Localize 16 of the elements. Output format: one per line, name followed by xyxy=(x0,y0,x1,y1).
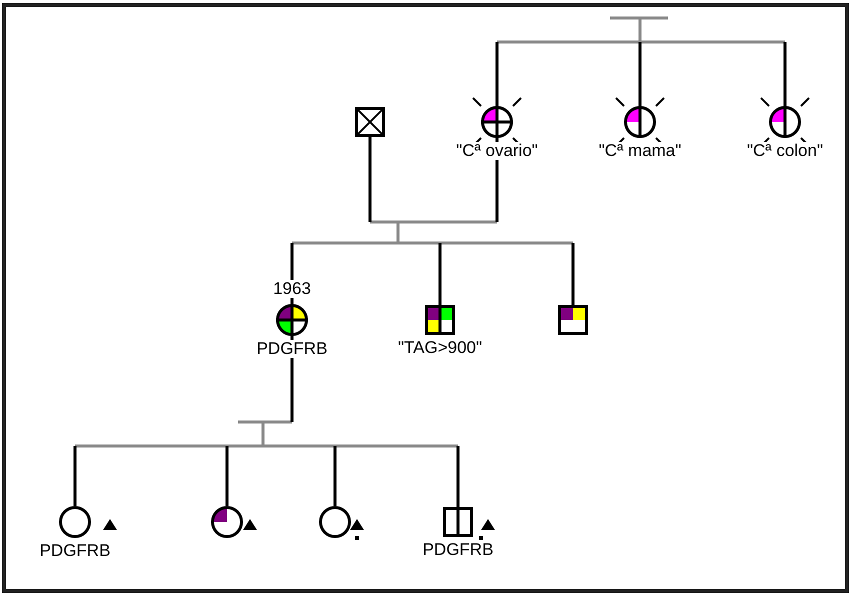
pedigree-line xyxy=(290,220,574,244)
pedigree-line xyxy=(456,446,460,507)
pedigree-line xyxy=(334,446,336,506)
pedigree-line xyxy=(368,137,372,222)
pedigree-line xyxy=(638,42,642,106)
person-label: "Cª ovario" xyxy=(455,142,539,160)
pedigree-line xyxy=(572,243,574,305)
pedigree-line xyxy=(496,16,786,44)
person-label: PDGFRB xyxy=(256,340,328,358)
pedigree-line xyxy=(74,446,76,506)
pedigree-line xyxy=(438,243,442,305)
pedigree-line xyxy=(226,446,228,506)
person-label: 1963 xyxy=(272,280,312,298)
pedigree-line xyxy=(496,42,498,106)
pedigree-line xyxy=(74,420,460,448)
pedigree-line xyxy=(784,42,786,106)
